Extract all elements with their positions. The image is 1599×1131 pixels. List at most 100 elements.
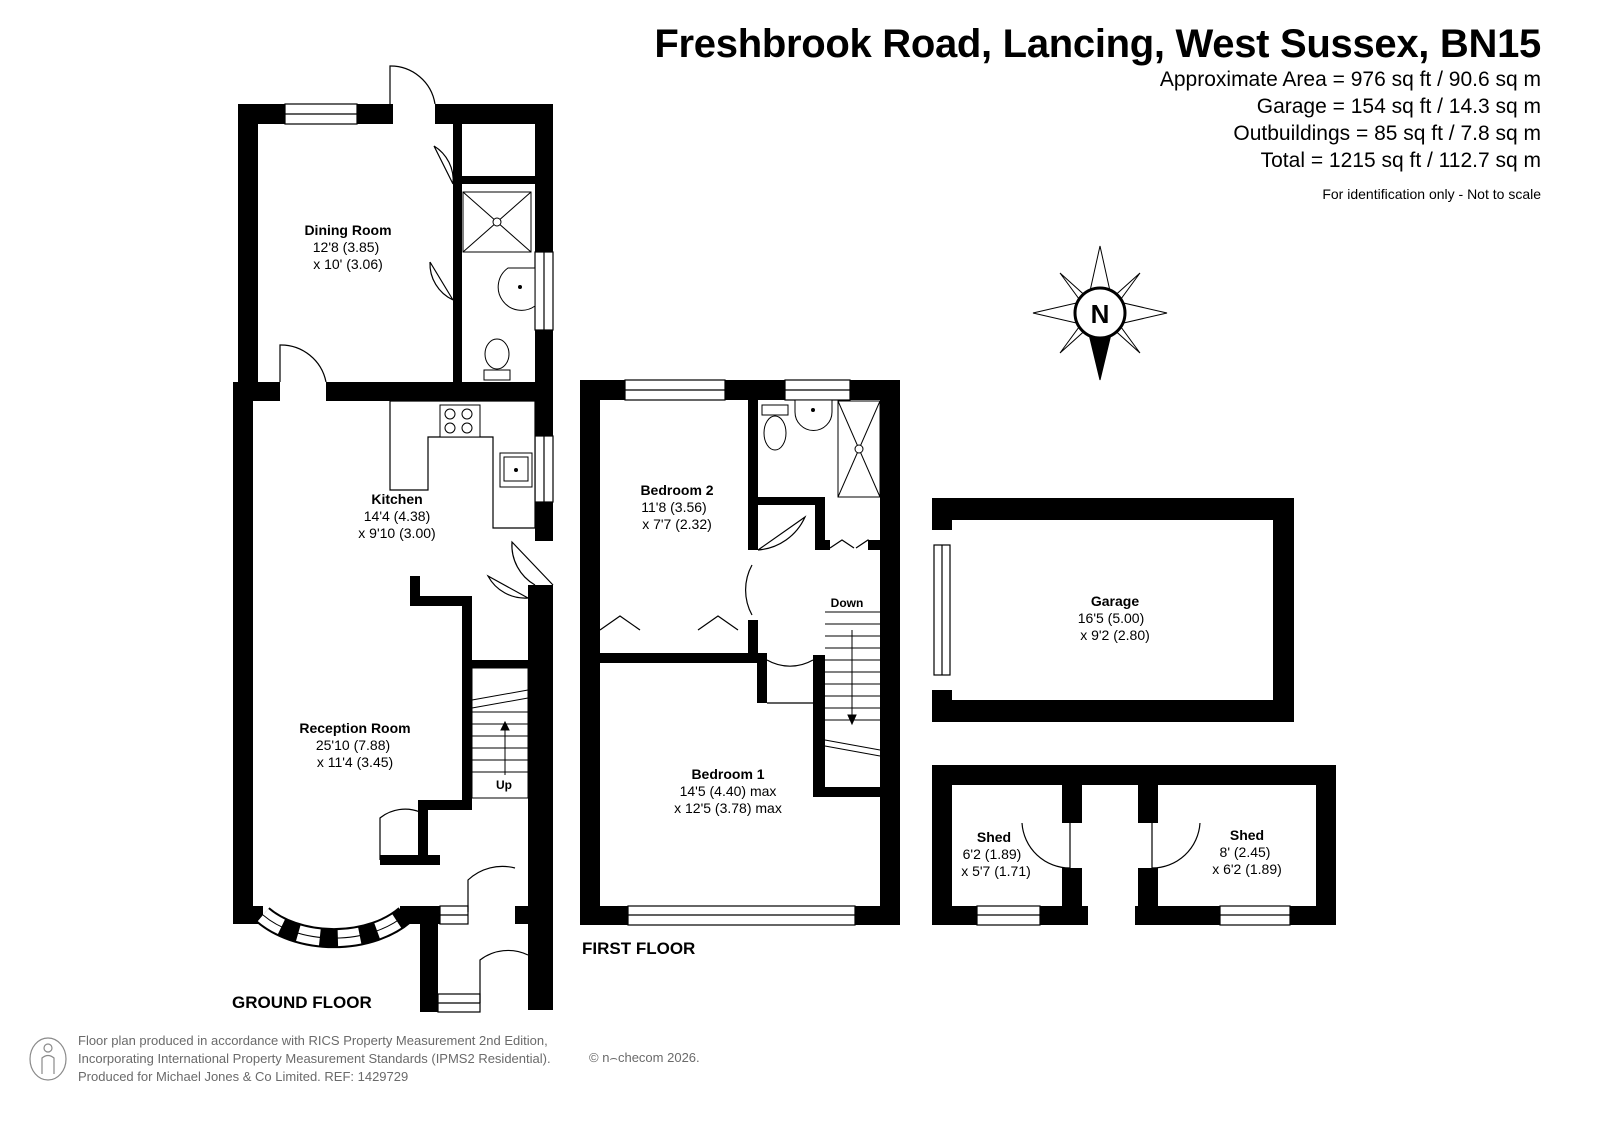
door <box>389 65 436 105</box>
wall <box>420 906 438 1012</box>
room-dining-name: Dining Room <box>304 222 391 238</box>
footer-line-3: Produced for Michael Jones & Co Limited.… <box>78 1069 409 1084</box>
wall <box>410 576 420 604</box>
door <box>511 540 554 586</box>
room-bedroom1-dim1: 14'5 (4.40) max <box>680 783 777 799</box>
wall <box>1138 765 1158 823</box>
wall <box>813 787 881 797</box>
room-garage-name: Garage <box>1091 593 1139 609</box>
wall <box>725 380 785 400</box>
room-bedroom2-dim1: 11'8 (3.56) <box>641 499 706 515</box>
door <box>486 574 529 599</box>
wall <box>1290 906 1336 925</box>
footer-copyright: © n⌢checom 2026. <box>589 1050 700 1065</box>
stairs-down-label: Down <box>831 596 864 610</box>
door <box>433 145 454 185</box>
approx-area: Approximate Area = 976 sq ft / 90.6 sq m <box>1159 68 1541 91</box>
wall <box>748 400 758 550</box>
room-shed2-dim2: x 6'2 (1.89) <box>1212 861 1282 877</box>
garage-area: Garage = 154 sq ft / 14.3 sq m <box>1256 95 1541 118</box>
wall <box>757 653 767 703</box>
wall <box>1062 868 1082 925</box>
wardrobe-doors <box>599 615 739 631</box>
wall <box>932 498 952 530</box>
room-kitchen-dim1: 14'4 (4.38) <box>364 508 431 524</box>
toilet-icon <box>483 338 511 381</box>
compass-icon <box>1032 245 1168 381</box>
room-reception-name: Reception Room <box>299 720 410 736</box>
wall <box>418 800 428 860</box>
first-floor-label: FIRST FLOOR <box>582 939 695 958</box>
compass-label: N <box>1091 299 1110 329</box>
wall <box>748 620 758 662</box>
wall <box>462 596 472 806</box>
wall <box>528 585 553 1010</box>
wall <box>580 380 600 925</box>
door <box>745 564 753 616</box>
hob-icon <box>439 404 481 438</box>
sink-icon <box>497 267 536 311</box>
person-icon <box>29 1037 67 1081</box>
room-kitchen-dim2: x 9'10 (3.00) <box>358 525 435 541</box>
sink-icon <box>794 399 833 431</box>
door <box>1151 822 1201 869</box>
door <box>766 659 814 704</box>
wall <box>472 660 528 668</box>
wall <box>535 104 553 384</box>
door <box>429 261 454 301</box>
door <box>379 808 421 860</box>
wall <box>515 906 535 924</box>
bay-window <box>256 907 412 949</box>
wall <box>1138 868 1158 925</box>
kitchen-counter <box>389 400 536 529</box>
sink-icon <box>499 452 533 488</box>
stairs-up-label: Up <box>496 778 512 792</box>
door <box>757 515 807 551</box>
wall <box>410 596 465 606</box>
stairs-up <box>471 667 529 799</box>
wall <box>815 497 825 549</box>
walls <box>233 104 1336 1012</box>
cupboard-doors <box>829 539 881 549</box>
wall <box>932 906 977 925</box>
wall <box>453 176 535 184</box>
disclaimer-note: For identification only - Not to scale <box>1322 186 1541 202</box>
wall <box>600 653 765 663</box>
room-kitchen-name: Kitchen <box>371 491 422 507</box>
room-bedroom1-name: Bedroom 1 <box>691 766 764 782</box>
shower-icon <box>462 191 532 253</box>
ground-floor-label: GROUND FLOOR <box>232 993 372 1012</box>
room-bedroom2-dim2: x 7'7 (2.32) <box>642 516 712 532</box>
wall <box>580 906 628 925</box>
wall <box>1316 765 1336 925</box>
room-reception-dim2: x 11'4 (3.45) <box>317 754 393 770</box>
room-dining-dim1: 12'8 (3.85) <box>313 239 380 255</box>
wall <box>1062 765 1082 823</box>
footer-line-1: Floor plan produced in accordance with R… <box>78 1033 548 1048</box>
wall <box>758 497 823 505</box>
room-garage-dim2: x 9'2 (2.80) <box>1080 627 1150 643</box>
room-shed1-dim2: x 5'7 (1.71) <box>961 863 1031 879</box>
wall <box>233 382 253 922</box>
toilet-icon <box>761 404 789 451</box>
wall <box>815 540 830 550</box>
wall <box>813 655 825 797</box>
shower-icon <box>837 400 881 498</box>
door <box>1021 822 1071 869</box>
room-shed1-dim1: 6'2 (1.89) <box>963 846 1022 862</box>
wall <box>932 765 952 925</box>
room-dining-dim2: x 10' (3.06) <box>313 256 383 272</box>
room-reception-dim1: 25'10 (7.88) <box>316 737 390 753</box>
wall <box>453 124 462 384</box>
stairs-down <box>824 611 881 757</box>
wall <box>855 906 900 925</box>
door <box>467 865 516 912</box>
footer-text: Floor plan produced in accordance with R… <box>78 1032 551 1086</box>
wall <box>932 498 1294 520</box>
room-garage-dim1: 16'5 (5.00) <box>1078 610 1145 626</box>
total-area: Total = 1215 sq ft / 112.7 sq m <box>1260 149 1541 172</box>
room-shed2-dim1: 8' (2.45) <box>1220 844 1271 860</box>
wall <box>932 690 952 722</box>
wall <box>880 380 900 925</box>
outbuildings-area: Outbuildings = 85 sq ft / 7.8 sq m <box>1233 122 1541 145</box>
